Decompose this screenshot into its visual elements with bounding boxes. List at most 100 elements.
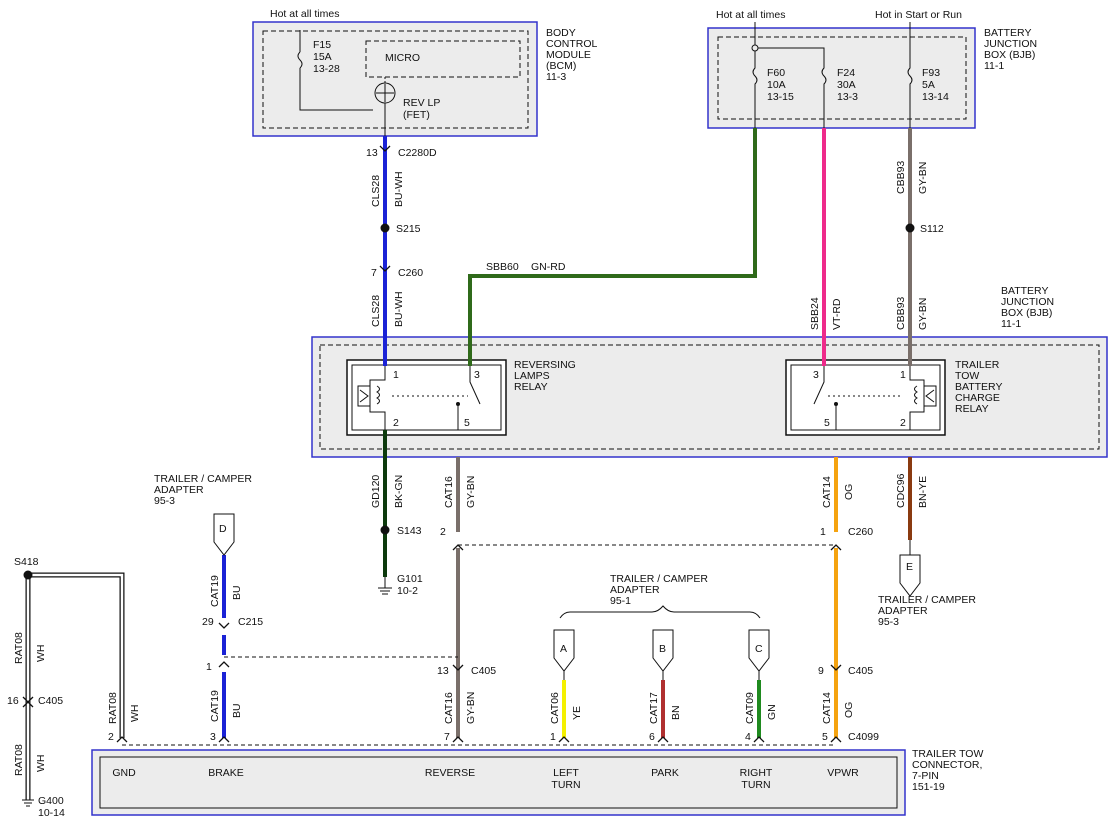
lbl-cat06: CAT06 <box>549 692 561 724</box>
splice-s215 <box>380 223 390 233</box>
ttc-title-4: 151-19 <box>912 781 945 793</box>
tag-c-shape <box>748 629 770 672</box>
tow-relay-title-4: CHARGE <box>955 392 1000 404</box>
tow-relay-pin5: 5 <box>824 417 830 429</box>
fuse-f60-name: F60 <box>767 67 785 79</box>
tag-e-shape <box>899 554 921 597</box>
lbl-wh-b: WH <box>35 645 47 663</box>
tag-c: C <box>755 643 763 655</box>
lbl-cat14-b: CAT14 <box>821 692 833 724</box>
wire-labels: CLS28 BU-WH CLS28 BU-WH SBB60 GN-RD SBB2… <box>13 161 929 776</box>
splice-s418 <box>23 570 33 580</box>
bjb-hot-label-1: Hot at all times <box>716 9 785 21</box>
lbl-vtrd: VT-RD <box>831 298 843 330</box>
adapter-right-title-1: TRAILER / CAMPER <box>878 594 976 606</box>
lbl-bn: BN <box>670 705 682 720</box>
trailer-pin-number: 3 <box>210 731 216 743</box>
fuse-f24-name: F24 <box>837 67 855 79</box>
lbl-gybn-c: GY-BN <box>465 476 477 508</box>
adapter-left-title-2: ADAPTER <box>154 484 204 496</box>
s215-label: S215 <box>396 223 421 235</box>
c215-pin1: 1 <box>206 661 212 673</box>
trailer-pin-label: PARK <box>651 767 679 779</box>
bjb-top-box: Hot at all times Hot in Start or Run F60… <box>707 9 1037 129</box>
trailer-pin-label: BRAKE <box>208 767 244 779</box>
c260-pin2: 2 <box>440 526 446 538</box>
trailer-pin-label: LEFT <box>553 767 579 779</box>
lbl-buwh-b: BU-WH <box>393 291 405 327</box>
fuse-f60-amp: 10A <box>767 79 786 91</box>
fuse-f24-ref: 13-3 <box>837 91 858 103</box>
trailer-pin-number: 5 <box>822 731 828 743</box>
adapter-left-title-3: 95-3 <box>154 495 175 507</box>
lbl-ye: YE <box>571 706 583 720</box>
tag-d-shape <box>213 513 235 556</box>
c260-pin1: 1 <box>820 526 826 538</box>
rev-relay-title-3: RELAY <box>514 381 548 393</box>
lbl-cls28-b: CLS28 <box>370 295 382 327</box>
c215-label: C215 <box>238 616 263 628</box>
lbl-cat19-a: CAT19 <box>209 575 221 607</box>
connector-labels: 13 C2280D S215 7 C260 S112 S143 G101 10-… <box>7 147 944 819</box>
bjb-top-title-2: JUNCTION <box>984 38 1037 50</box>
c405-pin16: 16 <box>7 695 19 707</box>
tag-a: A <box>560 643 567 655</box>
adapter-right-title-3: 95-3 <box>878 616 899 628</box>
tag-a-shape <box>553 629 575 672</box>
splices <box>23 223 915 580</box>
lbl-cbb93-a: CBB93 <box>895 161 907 194</box>
rev-relay-title-2: LAMPS <box>514 370 550 382</box>
trailer-pin-label: VPWR <box>827 767 859 779</box>
bcm-title-1: BODY <box>546 27 576 39</box>
s143-label: S143 <box>397 525 422 537</box>
trailer-pin-number: 4 <box>745 731 751 743</box>
bjb-hot-label-2: Hot in Start or Run <box>875 9 962 21</box>
c260-label: C260 <box>848 526 873 538</box>
g400-ref: 10-14 <box>38 807 65 819</box>
lbl-rat08-a: RAT08 <box>107 692 119 724</box>
lbl-wh-c: WH <box>35 755 47 773</box>
fuse-f15-ref: 13-28 <box>313 63 340 75</box>
trailer-pin-number: 6 <box>649 731 655 743</box>
splice-s112 <box>905 223 915 233</box>
rev-relay-pin5: 5 <box>464 417 470 429</box>
lbl-rat08-b: RAT08 <box>13 632 25 664</box>
trailer-tow-charge-relay: 3 1 5 2 TRAILER TOW BATTERY CHARGE RELAY <box>785 359 1002 436</box>
trailer-pin-number: 2 <box>108 731 114 743</box>
rev-relay-pin3: 3 <box>474 369 480 381</box>
ttc-title-2: CONNECTOR, <box>912 759 982 771</box>
lbl-cdc96: CDC96 <box>895 473 907 508</box>
rev-lp-fet-label: (FET) <box>403 109 430 121</box>
c2280d-label: C2280D <box>398 147 437 159</box>
rev-lp-label: REV LP <box>403 97 440 109</box>
ground-g101 <box>378 577 392 595</box>
wires <box>222 128 912 738</box>
bjb-mid-title-4: 11-1 <box>1001 318 1021 330</box>
c405-pin9: 9 <box>818 665 824 677</box>
trailer-pin-label: RIGHT <box>740 767 773 779</box>
lbl-bkgn: BK-GN <box>393 475 405 508</box>
bjb-mid-title-1: BATTERY <box>1001 285 1048 297</box>
rev-relay-pin2: 2 <box>393 417 399 429</box>
lbl-og-b: OG <box>843 702 855 718</box>
bcm-title-3: MODULE <box>546 49 591 61</box>
micro-label: MICRO <box>385 52 420 64</box>
g400-label: G400 <box>38 795 64 807</box>
lbl-buwh-a: BU-WH <box>393 171 405 207</box>
g101-label: G101 <box>397 573 423 585</box>
fuse-f15-name: F15 <box>313 39 331 51</box>
lbl-gybn-d: GY-BN <box>465 692 477 724</box>
fuse-f15-amp: 15A <box>313 51 332 63</box>
bcm-title-2: CONTROL <box>546 38 597 50</box>
lbl-sbb60: SBB60 <box>486 261 519 273</box>
c405-right-label: C405 <box>848 665 873 677</box>
lbl-rat08-c: RAT08 <box>13 744 25 776</box>
fuse-f93-ref: 13-14 <box>922 91 949 103</box>
trailer-pin-label: GND <box>112 767 136 779</box>
bjb-mid-title-2: JUNCTION <box>1001 296 1054 308</box>
splice-s143 <box>380 525 390 535</box>
fuse-f24-amp: 30A <box>837 79 856 91</box>
bcm-hot-label: Hot at all times <box>270 8 339 20</box>
bcm-title-4: (BCM) <box>546 60 576 72</box>
tag-leads <box>563 671 760 680</box>
